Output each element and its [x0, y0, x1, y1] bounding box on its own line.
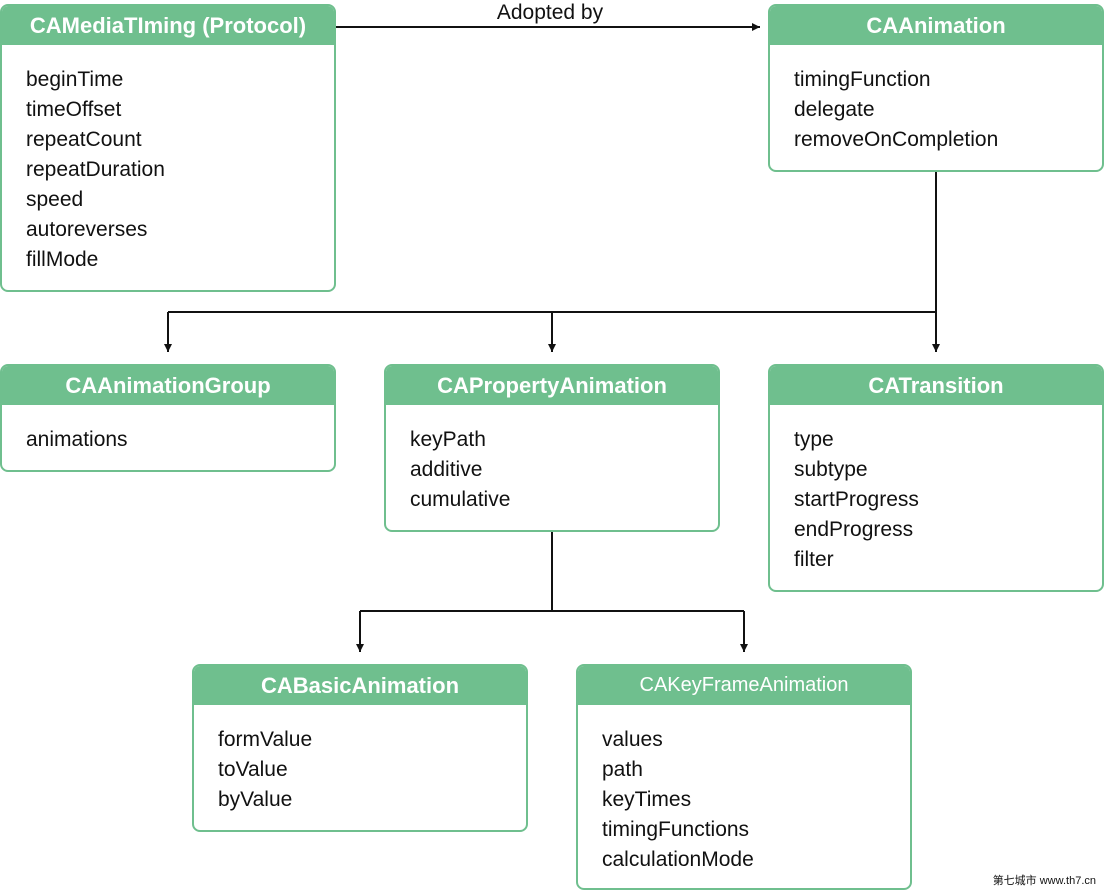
property-item: type — [794, 428, 834, 451]
property-item: values — [602, 728, 663, 751]
property-item: additive — [410, 458, 483, 481]
property-item: animations — [26, 428, 128, 451]
property-item: byValue — [218, 788, 293, 811]
class-title: CAAnimationGroup — [2, 366, 334, 405]
property-list: formValue toValue byValue — [194, 705, 526, 815]
class-box-capropertyanimation: CAPropertyAnimation keyPath additive cum… — [384, 364, 720, 532]
property-item: timingFunction — [794, 68, 931, 91]
class-box-camediatiming: CAMediaTIming (Protocol) beginTime timeO… — [0, 4, 336, 292]
class-box-cabasicanimation: CABasicAnimation formValue toValue byVal… — [192, 664, 528, 832]
property-item: path — [602, 758, 643, 781]
class-title: CAPropertyAnimation — [386, 366, 718, 405]
property-item: filter — [794, 548, 834, 571]
property-list: type subtype startProgress endProgress f… — [770, 405, 1102, 575]
property-item: repeatCount — [26, 128, 142, 151]
property-item: startProgress — [794, 488, 919, 511]
property-list: keyPath additive cumulative — [386, 405, 718, 515]
property-item: timeOffset — [26, 98, 122, 121]
property-list: beginTime timeOffset repeatCount repeatD… — [2, 45, 334, 275]
property-item: fillMode — [26, 248, 99, 271]
property-item: beginTime — [26, 68, 124, 91]
property-item: subtype — [794, 458, 868, 481]
property-item: removeOnCompletion — [794, 128, 999, 151]
property-item: calculationMode — [602, 848, 754, 871]
property-item: keyTimes — [602, 788, 692, 811]
capropertyanimation-subclass-connector — [360, 531, 744, 612]
property-item: formValue — [218, 728, 313, 751]
class-box-caanimationgroup: CAAnimationGroup animations — [0, 364, 336, 472]
class-box-cakeyframeanimation: CAKeyFrameAnimation values path keyTimes… — [576, 664, 912, 890]
property-list: values path keyTimes timingFunctions cal… — [578, 705, 910, 875]
class-box-catransition: CATransition type subtype startProgress … — [768, 364, 1104, 592]
class-title: CAMediaTIming (Protocol) — [2, 6, 334, 45]
property-item: speed — [26, 188, 84, 211]
class-title: CAAnimation — [770, 6, 1102, 45]
property-item: timingFunctions — [602, 818, 750, 841]
property-item: keyPath — [410, 428, 486, 451]
property-item: autoreverses — [26, 218, 148, 241]
class-box-caanimation: CAAnimation timingFunction delegate remo… — [768, 4, 1104, 172]
class-title: CAKeyFrameAnimation — [578, 666, 910, 705]
property-list: animations — [2, 405, 334, 455]
class-title: CABasicAnimation — [194, 666, 526, 705]
watermark: 第七城市 www.th7.cn — [992, 875, 1096, 887]
property-item: cumulative — [410, 488, 511, 511]
property-list: timingFunction delegate removeOnCompleti… — [770, 45, 1102, 155]
class-title: CATransition — [770, 366, 1102, 405]
property-item: repeatDuration — [26, 158, 165, 181]
property-item: toValue — [218, 758, 288, 781]
adopted-by-label: Adopted by — [496, 1, 604, 24]
property-item: delegate — [794, 98, 875, 121]
property-item: endProgress — [794, 518, 914, 541]
